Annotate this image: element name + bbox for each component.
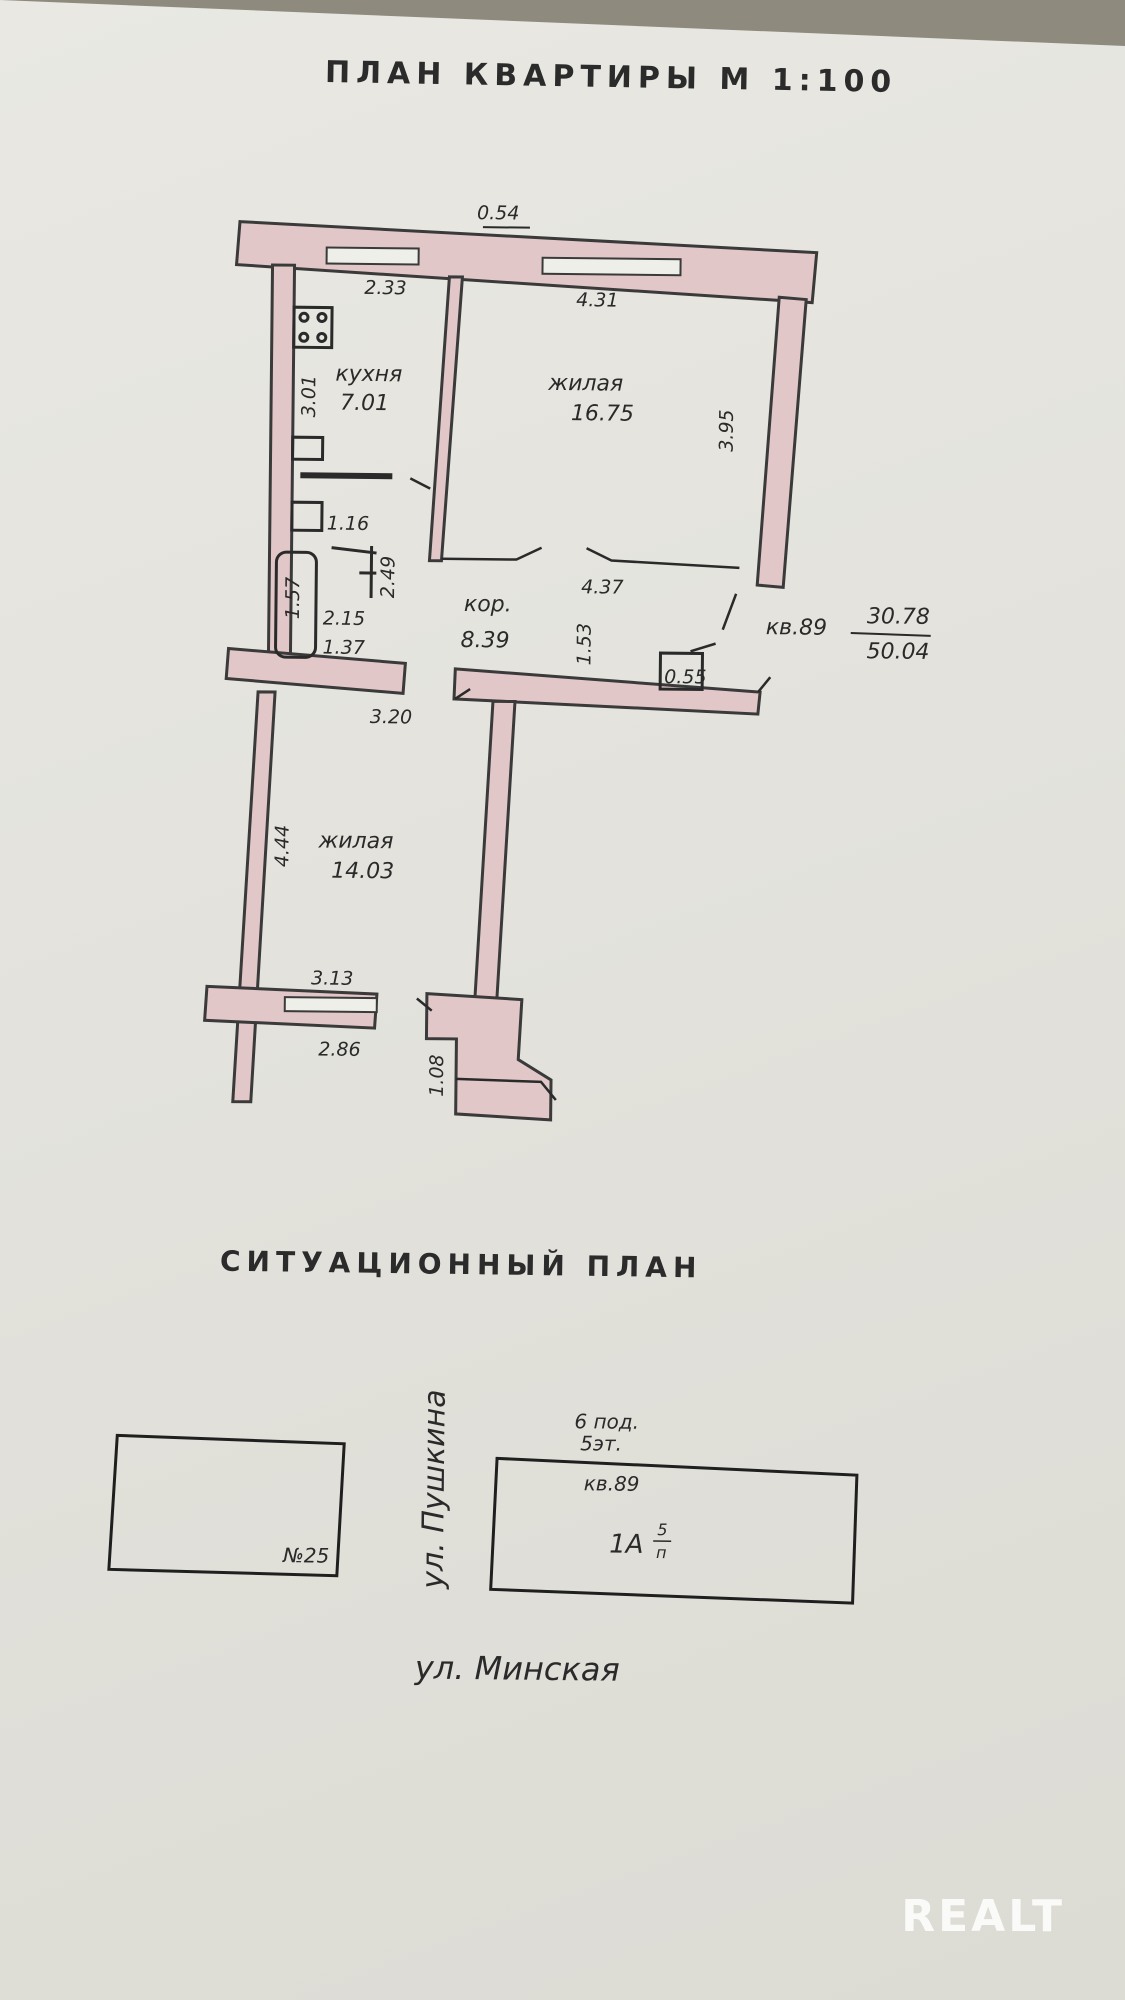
background-corner [0,0,1125,46]
dim-0-54: 0.54 [477,202,520,224]
windows [283,246,682,1014]
room-name-corridor: кор. [464,592,512,617]
building-25-label: №25 [282,1543,329,1567]
room-name-living-1: жилая [547,371,623,397]
site-plan-drawing [107,1433,859,1605]
sink-icon [290,435,325,462]
apartment-number: кв.89 [766,615,828,641]
kitchen-window [325,246,420,266]
site-plan-labels: №25 ул. Пушкина 6 под. 5эт. кв.89 1А 5 п… [282,1389,672,1689]
center-vertical-wall [473,699,517,1001]
dimension-labels: 0.54 2.33 4.31 3.01 3.95 1.16 2.49 4.37 … [271,202,738,1097]
top-exterior-wall [234,220,819,305]
living-window [541,256,682,277]
total-area: 50.04 [866,639,929,665]
house-fraction-top: 5 [657,1520,667,1539]
room-area-corridor: 8.39 [460,628,509,654]
house-number: 1А [609,1530,644,1560]
building-1a [489,1456,859,1605]
building-25 [107,1433,346,1578]
room-area-kitchen: 7.01 [340,391,389,417]
dim-4-31: 4.31 [576,289,619,311]
dim-4-37: 4.37 [581,576,624,598]
corridor-lower-wall [452,667,762,716]
dim-3-95: 3.95 [716,409,738,452]
site-plan-title: СИТУАЦИОННЫЙ ПЛАН [219,1244,703,1285]
walls [203,220,819,1122]
realt-watermark: REALT [901,1891,1065,1942]
right-exterior-wall [755,295,808,589]
street-pushkina: ул. Пушкина [416,1389,453,1590]
bathtub-icon [274,550,318,659]
left-lower-wall [231,690,277,1104]
room-area-living-1: 16.75 [571,401,634,427]
dim-4-44: 4.44 [271,825,293,868]
street-minskaya: ул. Минская [414,1649,620,1689]
room-name-living-2: жилая [317,828,393,854]
dim-3-01: 3.01 [298,375,320,418]
bottom-window [283,996,378,1014]
dim-1-57: 1.57 [282,577,304,620]
house-fraction-bottom: п [656,1543,667,1562]
entrance-wall [424,992,553,1122]
dim-2-33: 2.33 [364,277,407,299]
room-name-kitchen: кухня [335,362,402,388]
kitchen-partition-wall [427,275,465,563]
dim-2-86: 2.86 [318,1038,361,1060]
site-apartment-label: кв.89 [584,1471,640,1496]
living-area: 30.78 [867,604,930,630]
fixtures [274,305,705,692]
apartment-area-label: кв.89 30.78 50.04 [766,604,931,665]
dim-3-20: 3.20 [370,706,413,728]
dim-1-53: 1.53 [573,623,595,666]
dim-2-15: 2.15 [323,608,366,630]
dim-0-55: 0.55 [664,666,707,688]
dim-2-49: 2.49 [377,556,399,599]
building-info-floors: 5эт. [580,1431,622,1455]
dim-3-13: 3.13 [311,967,354,989]
toilet-icon [290,500,324,533]
building-info-entrances: 6 под. [574,1409,639,1434]
dim-1-37: 1.37 [322,637,365,659]
dim-1-08: 1.08 [426,1054,448,1097]
mid-horizontal-wall [224,646,407,695]
room-area-living-2: 14.03 [331,859,394,885]
room-labels: кухня 7.01 жилая 16.75 кор. 8.39 жилая 1… [317,362,634,885]
closet-icon [658,651,705,692]
stove-icon [292,305,334,350]
dim-1-16: 1.16 [327,513,370,535]
doors [409,477,772,1101]
